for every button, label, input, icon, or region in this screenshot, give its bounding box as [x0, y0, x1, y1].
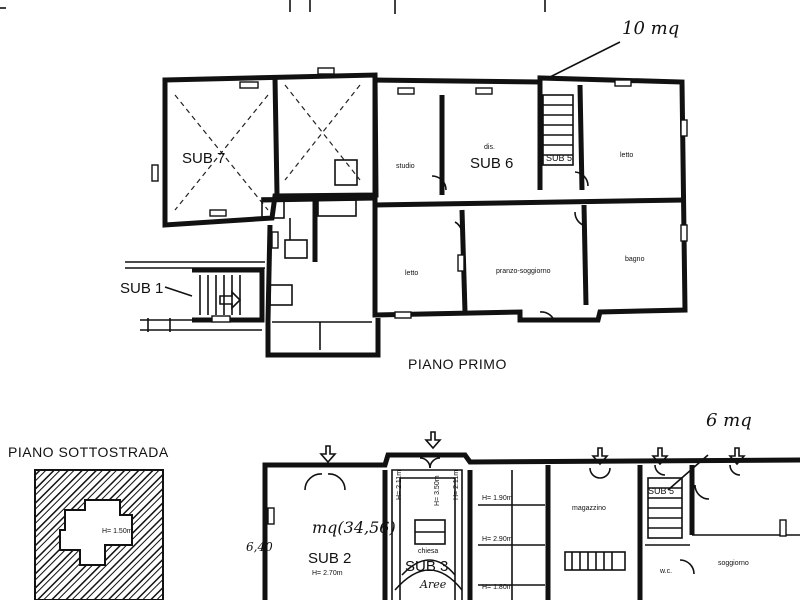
room-label-bagno: bagno: [625, 256, 645, 263]
unit-label-sub5-first: SUB 5: [546, 153, 573, 163]
height-label-hatched: H= 1.50m: [102, 528, 133, 535]
room-label-chiesa: chiesa: [418, 548, 439, 555]
title-piano-primo: PIANO PRIMO: [408, 356, 507, 372]
height-label-3: H= 1.80m: [482, 584, 513, 591]
room-label-magazzino: magazzino: [572, 505, 606, 512]
note-area-sub2: mq(34,56): [312, 518, 396, 537]
unit-label-sub1: SUB 1: [120, 280, 164, 297]
unit-label-sub2: SUB 2: [308, 550, 352, 567]
note-bottom: Aree: [420, 578, 447, 591]
note-6mq: 6 mq: [706, 410, 752, 431]
room-label-dis: dis.: [484, 144, 495, 151]
room-label-letto-top: letto: [620, 152, 634, 159]
room-label-studio: studio: [396, 163, 415, 170]
first-floor-plan: [125, 41, 688, 358]
height-label-2: H= 2.90m: [482, 536, 513, 543]
height-label-sub2: H= 2.70m: [312, 570, 343, 577]
unit-label-sub5-basement: SUB 5: [648, 486, 675, 496]
stairs-first-floor: [542, 94, 574, 166]
basement-plan: [34, 431, 800, 600]
height-label-chiesa-left: H= 2.11m: [396, 469, 403, 500]
unit-label-sub6: SUB 6: [470, 155, 514, 172]
room-label-pranzo-soggiorno: pranzo-soggiorno: [496, 268, 551, 275]
height-label-chiesa-right: H= 2.11m: [453, 469, 460, 500]
note-side-dimension: 6,40: [246, 540, 273, 554]
title-piano-sottostrada: PIANO SOTTOSTRADA: [8, 444, 169, 460]
room-label-letto-bottom: letto: [405, 270, 419, 277]
room-label-wc: w.c.: [660, 568, 673, 575]
stairs-basement: [647, 477, 683, 539]
note-10mq: 10 mq: [622, 18, 680, 39]
height-label-chiesa-center: H= 3.50m: [434, 475, 441, 506]
unit-label-sub3: SUB 3: [405, 558, 449, 575]
unit-label-sub7: SUB 7: [182, 150, 226, 167]
room-label-soggiorno: soggiorno: [718, 560, 749, 567]
height-label-1: H= 1.90m: [482, 495, 513, 502]
